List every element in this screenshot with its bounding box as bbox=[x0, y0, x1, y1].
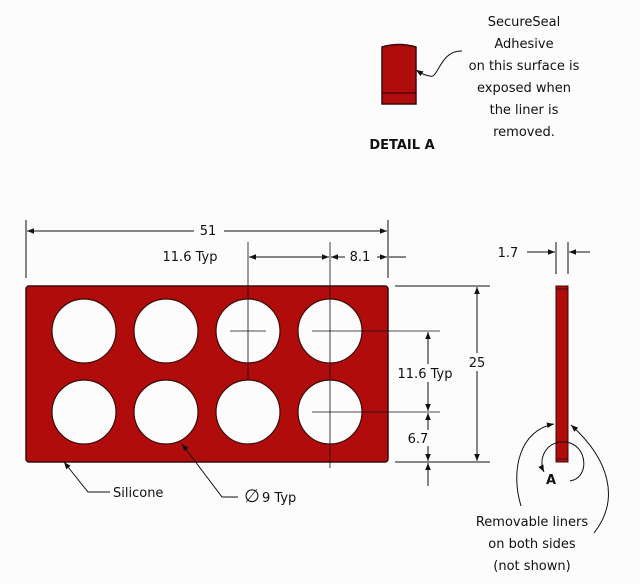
svg-text:11.6 Typ: 11.6 Typ bbox=[163, 250, 218, 265]
svg-text:51: 51 bbox=[200, 224, 217, 239]
svg-text:1.7: 1.7 bbox=[498, 246, 519, 261]
detail-a-title: DETAIL A bbox=[369, 138, 434, 153]
hole bbox=[133, 298, 199, 364]
svg-text:25: 25 bbox=[469, 356, 486, 371]
adhesive-note: SecureSeal Adhesive on this surface is e… bbox=[469, 15, 580, 140]
hole bbox=[51, 379, 117, 445]
svg-text:SecureSeal: SecureSeal bbox=[488, 15, 561, 30]
svg-text:Removable liners: Removable liners bbox=[476, 515, 589, 530]
svg-text:removed.: removed. bbox=[493, 125, 555, 140]
center-marks bbox=[230, 242, 440, 468]
callouts: Silicone ∅ 9 Typ bbox=[63, 443, 296, 507]
side-section bbox=[555, 285, 569, 463]
side-view: A Removable liners on both sides (not sh… bbox=[476, 285, 609, 574]
svg-text:(not shown): (not shown) bbox=[493, 559, 570, 574]
svg-text:the liner is: the liner is bbox=[490, 103, 559, 118]
hole-diameter-label: 9 Typ bbox=[262, 491, 296, 506]
hole bbox=[51, 298, 117, 364]
svg-text:on this surface is: on this surface is bbox=[469, 59, 580, 74]
front-view bbox=[25, 242, 440, 468]
hole-diameter-symbol: ∅ bbox=[244, 486, 260, 507]
hole bbox=[215, 379, 281, 445]
svg-text:exposed when: exposed when bbox=[477, 81, 571, 96]
liner-note: Removable liners on both sides (not show… bbox=[476, 515, 589, 574]
svg-text:Adhesive: Adhesive bbox=[494, 37, 553, 52]
detail-a-circle bbox=[538, 441, 585, 482]
adhesive-leader bbox=[415, 50, 463, 77]
svg-text:11.6 Typ: 11.6 Typ bbox=[398, 367, 453, 382]
svg-text:8.1: 8.1 bbox=[350, 250, 371, 265]
detail-a-marker: A bbox=[546, 473, 556, 488]
dimensions: 51 11.6 Typ 8.1 25 11.6 Typ 6.7 1.7 bbox=[25, 220, 590, 486]
detail-a-view: DETAIL A SecureSeal Adhesive on this sur… bbox=[369, 15, 579, 153]
svg-text:6.7: 6.7 bbox=[408, 432, 429, 447]
material-label: Silicone bbox=[113, 486, 163, 501]
svg-text:on both sides: on both sides bbox=[488, 537, 576, 552]
detail-a-section bbox=[381, 43, 417, 105]
hole bbox=[133, 379, 199, 445]
